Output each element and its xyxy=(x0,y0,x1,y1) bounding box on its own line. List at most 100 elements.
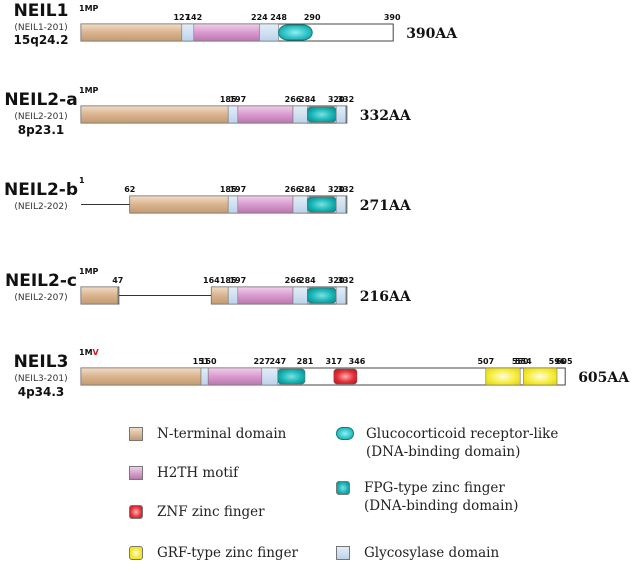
legend-label-line: N-terminal domain xyxy=(157,426,287,442)
legend-swatch-fpg xyxy=(336,481,350,495)
legend-label-line: FPG-type zinc finger xyxy=(364,480,505,496)
legend-swatch-grf xyxy=(129,546,143,560)
position-label: 332 xyxy=(337,185,354,194)
protein-name: NEIL1 xyxy=(14,1,69,21)
domain-gr xyxy=(278,24,313,41)
legend-label-line: ZNF zinc finger xyxy=(157,504,265,520)
legend-label-line: GRF-type zinc finger xyxy=(157,545,299,561)
legend-item-gr: Glucocorticoid receptor-like (DNA-binding… xyxy=(336,425,558,461)
legend-label: Glucocorticoid receptor-like (DNA-binding… xyxy=(366,425,558,461)
position-label: 596 xyxy=(549,357,566,366)
legend-label: ZNF zinc finger xyxy=(157,503,265,521)
protein-name: NEIL3 xyxy=(14,352,69,372)
position-label: 320 xyxy=(328,185,345,194)
start-label: 1 xyxy=(79,176,85,185)
position-label: 605 xyxy=(556,357,573,366)
legend-item-glyco: Glycosylase domain xyxy=(336,544,499,562)
protein-name: NEIL2-b xyxy=(4,180,78,200)
protein-name: NEIL2-a xyxy=(4,90,77,110)
legend-label-line: (DNA-binding domain) xyxy=(364,498,519,514)
start-label: 1MP xyxy=(79,86,99,95)
position-label: 390 xyxy=(384,13,401,22)
position-label: 507 xyxy=(477,357,494,366)
chromosome-locus: 4p34.3 xyxy=(18,385,65,399)
position-label: 47 xyxy=(112,276,123,285)
legend-label: N-terminal domain xyxy=(157,425,286,443)
domain-grf xyxy=(485,367,521,386)
isoform-id: (NEIL3-201) xyxy=(14,374,67,384)
position-label: 266 xyxy=(285,276,302,285)
position-label: 550 xyxy=(512,357,529,366)
position-label: 332 xyxy=(337,95,354,104)
position-label: 185 xyxy=(220,276,237,285)
legend-item-nterm: N-terminal domain xyxy=(129,425,286,443)
position-label: 320 xyxy=(328,95,345,104)
position-label: 284 xyxy=(299,185,316,194)
domain-glyco xyxy=(335,286,347,305)
position-label: 197 xyxy=(229,185,246,194)
legend-label: Glycosylase domain xyxy=(364,544,499,562)
legend-swatch-glyco xyxy=(336,546,350,560)
position-label: 197 xyxy=(229,95,246,104)
chromosome-locus: 15q24.2 xyxy=(14,33,69,47)
domain-glyco xyxy=(335,195,347,214)
position-label: 227 xyxy=(253,357,270,366)
position-label: 266 xyxy=(285,95,302,104)
legend-swatch-znf xyxy=(129,505,143,519)
position-label: 320 xyxy=(328,276,345,285)
legend-label: H2TH motif xyxy=(157,464,238,482)
legend-label-line: (DNA-binding domain) xyxy=(366,444,521,460)
position-label: 247 xyxy=(269,357,286,366)
isoform-id: (NEIL2-202) xyxy=(14,202,67,212)
protein-length: 216AA xyxy=(360,289,412,305)
position-label: 284 xyxy=(299,276,316,285)
variant-v: V xyxy=(93,348,100,357)
legend-item-h2th: H2TH motif xyxy=(129,464,238,482)
legend-swatch-gr xyxy=(336,427,354,440)
domain-fpg xyxy=(277,368,306,385)
position-label: 281 xyxy=(297,357,314,366)
position-label: 224 xyxy=(251,13,268,22)
start-label: 1MP xyxy=(79,4,99,13)
start-label: 1MP xyxy=(79,267,99,276)
position-label: 317 xyxy=(325,357,342,366)
legend-item-fpg: FPG-type zinc finger (DNA-binding domain) xyxy=(336,479,518,515)
domain-grf xyxy=(523,367,558,386)
position-label: 346 xyxy=(349,357,366,366)
position-label: 160 xyxy=(200,357,217,366)
chromosome-locus: 8p23.1 xyxy=(18,123,65,137)
domain-glyco xyxy=(335,105,347,124)
protein-length: 390AA xyxy=(406,26,458,42)
isoform-id: (NEIL2-201) xyxy=(14,112,67,122)
protein-length: 332AA xyxy=(360,108,412,124)
position-label: 284 xyxy=(299,95,316,104)
domain-nterm xyxy=(80,286,119,305)
position-label: 197 xyxy=(229,276,246,285)
protein-name: NEIL2-c xyxy=(5,271,77,291)
legend-swatch-nterm xyxy=(129,427,143,441)
legend-item-znf: ZNF zinc finger xyxy=(129,503,265,521)
start-label: 1MV xyxy=(79,348,100,357)
protein-length: 605AA xyxy=(578,370,630,386)
legend-label-line: Glucocorticoid receptor-like xyxy=(366,426,559,442)
legend-label: FPG-type zinc finger (DNA-binding domain) xyxy=(364,479,518,515)
legend-label-line: Glycosylase domain xyxy=(364,545,500,561)
legend-label: GRF-type zinc finger xyxy=(157,544,298,562)
position-label: 151 xyxy=(193,357,210,366)
legend-item-grf: GRF-type zinc finger xyxy=(129,544,298,562)
domain-znf xyxy=(333,368,358,385)
position-label: 248 xyxy=(270,13,287,22)
isoform-id: (NEIL1-201) xyxy=(14,23,67,33)
position-label: 266 xyxy=(285,185,302,194)
position-label: 185 xyxy=(220,185,237,194)
position-label: 290 xyxy=(304,13,321,22)
position-label: 164 xyxy=(203,276,220,285)
protein-length: 271AA xyxy=(360,198,412,214)
position-label: 127 xyxy=(173,13,190,22)
